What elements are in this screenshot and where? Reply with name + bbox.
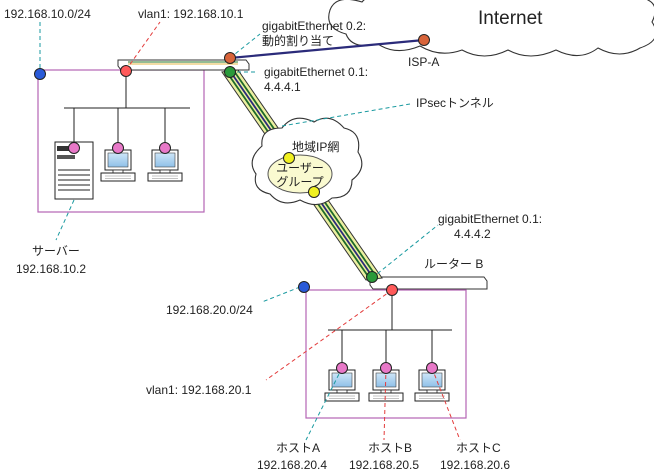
user-group-label-2: グループ bbox=[276, 175, 323, 189]
pc-a2-dot bbox=[159, 142, 171, 154]
vlan1-a-dot bbox=[120, 65, 132, 77]
lan-b bbox=[328, 290, 452, 368]
user-group-ellipse bbox=[267, 154, 333, 194]
ge01-a-dot bbox=[224, 66, 236, 78]
ge01-b-label-line2: 4.4.4.2 bbox=[454, 227, 491, 241]
host-c-dot bbox=[426, 362, 438, 374]
isp-dot bbox=[418, 34, 430, 46]
internet-cloud: Internet bbox=[328, 0, 654, 57]
router-b-label: ルーター B bbox=[424, 257, 483, 271]
vlan1-a-label: vlan1: 192.168.10.1 bbox=[138, 7, 244, 21]
pc-host-c bbox=[414, 369, 450, 402]
server-dot bbox=[68, 142, 80, 154]
ge01-b-label-line1: gigabitEthernet 0.1: bbox=[438, 212, 542, 226]
vlan1-b-dot bbox=[386, 284, 398, 296]
labels: 192.168.10.0/24 vlan1: 192.168.10.1 giga… bbox=[4, 7, 542, 472]
host-c-name: ホストC bbox=[456, 441, 501, 455]
leader-lines bbox=[39, 21, 461, 441]
host-a-ip: 192.168.20.4 bbox=[257, 458, 327, 472]
tunnel-dot-1 bbox=[283, 152, 295, 164]
server-ip-label: 192.168.10.2 bbox=[16, 262, 86, 276]
host-b-dot bbox=[380, 362, 392, 374]
router-a bbox=[117, 59, 250, 71]
pc-host-a bbox=[324, 369, 360, 402]
host-b-name: ホストB bbox=[368, 441, 412, 455]
router-b bbox=[369, 276, 488, 290]
host-c-ip: 192.168.20.6 bbox=[440, 458, 510, 472]
connection-dots bbox=[34, 34, 438, 374]
lan-a bbox=[64, 70, 190, 148]
pc-a1-dot bbox=[112, 142, 124, 154]
user-group-label-1: ユーザー bbox=[276, 161, 324, 175]
vlan1-b-label: vlan1: 192.168.20.1 bbox=[146, 383, 252, 397]
host-a-dot bbox=[336, 362, 348, 374]
subnet-a-label: 192.168.10.0/24 bbox=[4, 7, 91, 21]
ge01-b-dot bbox=[366, 271, 378, 283]
server-name-label: サーバー bbox=[32, 244, 80, 258]
tunnel-dot-2 bbox=[308, 186, 320, 198]
subnet-a-dot bbox=[34, 68, 46, 80]
wan-link bbox=[229, 38, 425, 60]
host-a-name: ホストA bbox=[276, 441, 320, 455]
ge02-label-line2: 動的割り当て bbox=[262, 33, 334, 48]
subnet-b-dot bbox=[298, 281, 310, 293]
isp-label: ISP-A bbox=[408, 55, 439, 69]
subnet-b-label: 192.168.20.0/24 bbox=[166, 303, 253, 317]
ipsec-tunnel-label: IPsecトンネル bbox=[416, 96, 494, 110]
regional-ip-cloud: 地域IP網 ユーザー グループ bbox=[251, 117, 363, 206]
ge01-a-label-line2: 4.4.4.1 bbox=[264, 80, 301, 94]
pc-a2 bbox=[147, 149, 183, 182]
ge01-a-label-line1: gigabitEthernet 0.1: bbox=[264, 65, 368, 79]
pc-a1 bbox=[100, 149, 136, 182]
host-b-ip: 192.168.20.5 bbox=[349, 458, 419, 472]
regional-ip-label: 地域IP網 bbox=[292, 140, 339, 154]
internet-label: Internet bbox=[478, 8, 543, 29]
ge02-label-line1: gigabitEthernet 0.2: bbox=[262, 19, 366, 33]
ge02-dot bbox=[224, 52, 236, 64]
